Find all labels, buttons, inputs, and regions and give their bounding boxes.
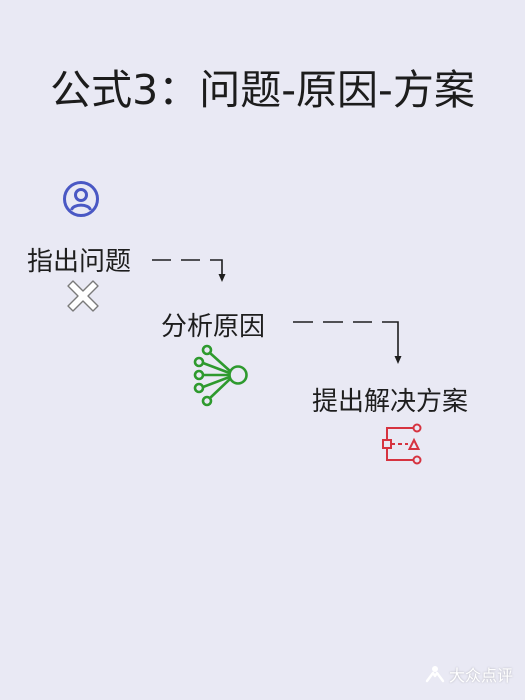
step-label-problem: 指出问题 <box>27 247 132 277</box>
logo-icon <box>425 666 445 683</box>
watermark-text: 大众点评 <box>448 666 513 685</box>
connector-arrow-1 <box>152 259 226 282</box>
step-label-solution: 提出解决方案 <box>312 387 469 417</box>
step-label-cause: 分析原因 <box>161 312 266 342</box>
network-icon <box>193 344 248 407</box>
cross-icon <box>67 280 99 312</box>
connector-arrow-2 <box>293 321 402 364</box>
user-icon <box>63 181 99 217</box>
page-title: 公式3：问题-原因-方案 <box>50 66 475 114</box>
watermark: 大众点评 <box>425 662 513 686</box>
flow-diagram-icon <box>382 423 422 465</box>
